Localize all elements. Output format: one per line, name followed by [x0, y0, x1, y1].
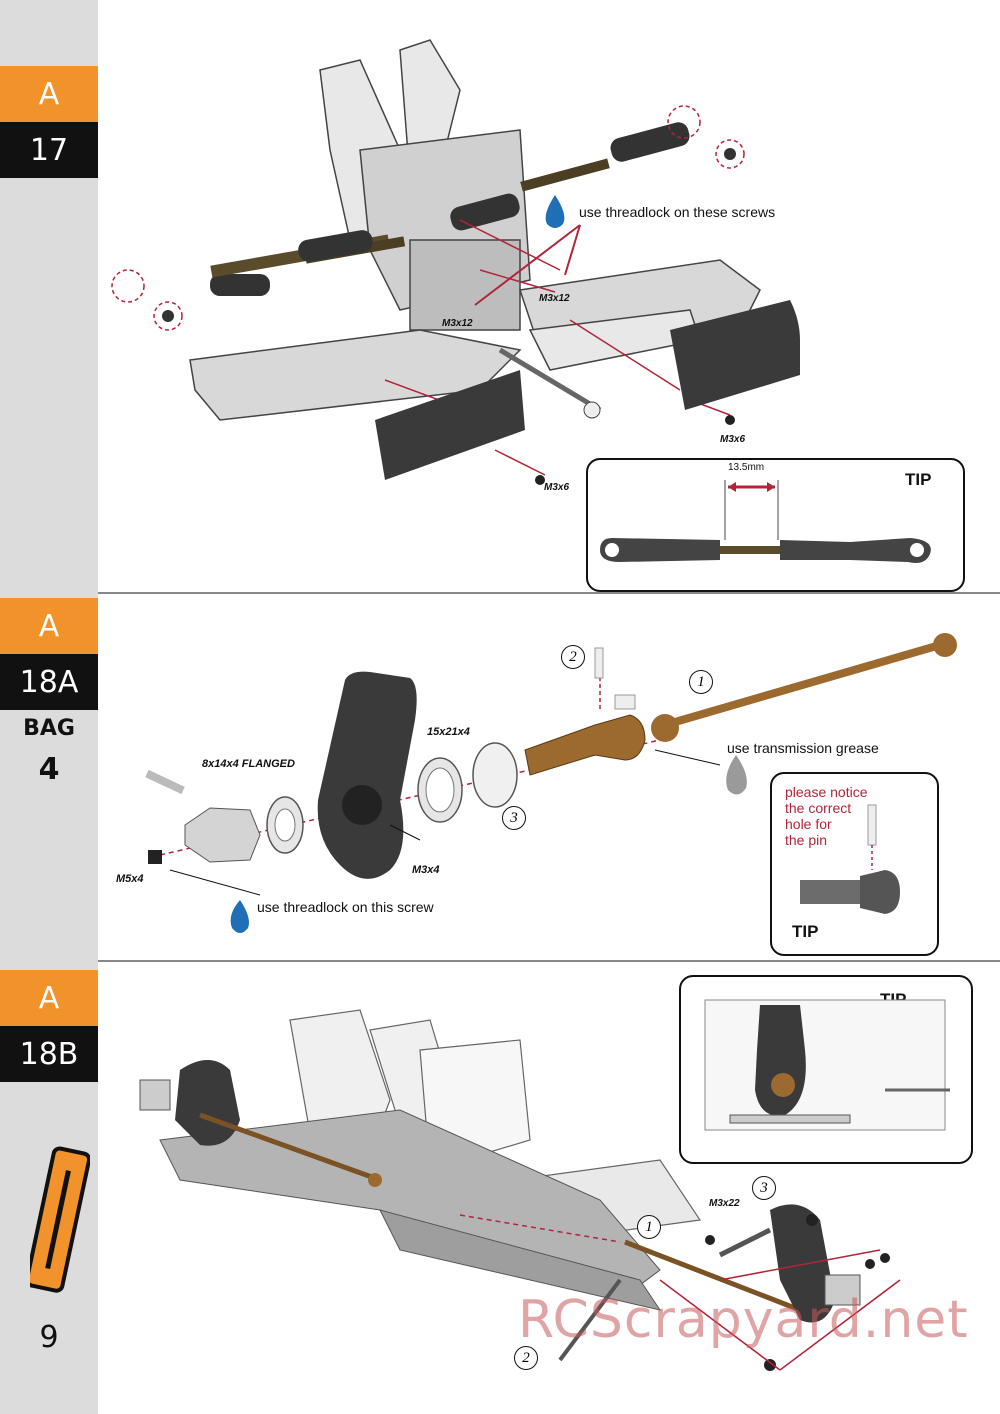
step-number-17: 17 — [0, 122, 98, 178]
bag-label: BAG — [23, 716, 75, 741]
step18b-diagram — [139, 1009, 901, 1371]
step17-tip-box — [586, 458, 965, 592]
step18b-callout-2: 2 — [514, 1346, 538, 1370]
brand-logo — [30, 1146, 90, 1293]
step-number-18a: 18A — [0, 654, 98, 710]
step18a-callout-2: 2 — [561, 645, 585, 669]
step18a-callout-3: 3 — [502, 806, 526, 830]
step18a-diagram — [145, 633, 957, 933]
step18a-tip-line: the correct — [785, 800, 852, 816]
step18b-label-m3x22: M3x22 — [709, 1198, 740, 1209]
bag-number: 4 — [38, 752, 60, 787]
step18a-label-flanged-bearing: 8x14x4 FLANGED — [202, 758, 295, 770]
step18a-callout-1: 1 — [689, 670, 713, 694]
step17-threadlock-note: use threadlock on these screws — [579, 204, 776, 220]
step18a-grease-note: use transmission grease — [727, 740, 879, 756]
section-divider — [98, 592, 1000, 594]
step17-tip-diagram — [600, 480, 931, 563]
step17-label-m3x12: M3x12 — [539, 293, 570, 304]
step18a-label-m3x4: M3x4 — [412, 864, 440, 876]
step17-tip-measure: 13.5mm — [728, 462, 765, 473]
step18b-callout-3: 3 — [752, 1176, 776, 1200]
step18a-label-m5x4: M5x4 — [116, 873, 144, 885]
step18a-tip-line: please notice — [785, 784, 868, 800]
page-number: 9 — [39, 1320, 59, 1355]
watermark: RCScrapyard.net — [518, 1290, 969, 1350]
step18a-tip-line: the pin — [785, 832, 828, 848]
step18a-tip-box — [770, 772, 939, 956]
step18a-tip-line: hole for — [785, 816, 832, 832]
step17-diagram — [111, 39, 800, 485]
step18a-label-bearing: 15x21x4 — [427, 726, 470, 738]
step18a-tip-title: TIP — [792, 922, 819, 941]
section-tab-17: A — [0, 66, 98, 122]
step18a-tip-diagram — [800, 804, 900, 914]
step17-tip-title: TIP — [905, 470, 932, 489]
section-tab-18b: A — [0, 970, 98, 1026]
step17-label-m3x6: M3x6 — [544, 482, 570, 493]
section-tab-18a: A — [0, 598, 98, 654]
step-number-18b: 18B — [0, 1026, 98, 1082]
step17-label-m3x12: M3x12 — [442, 318, 473, 329]
step18b-callout-1: 1 — [637, 1215, 661, 1239]
step18b-tip-diagram — [704, 999, 950, 1131]
section-divider — [98, 960, 1000, 962]
step17-label-m3x6: M3x6 — [720, 434, 746, 445]
step18a-threadlock-note: use threadlock on this screw — [257, 899, 434, 915]
